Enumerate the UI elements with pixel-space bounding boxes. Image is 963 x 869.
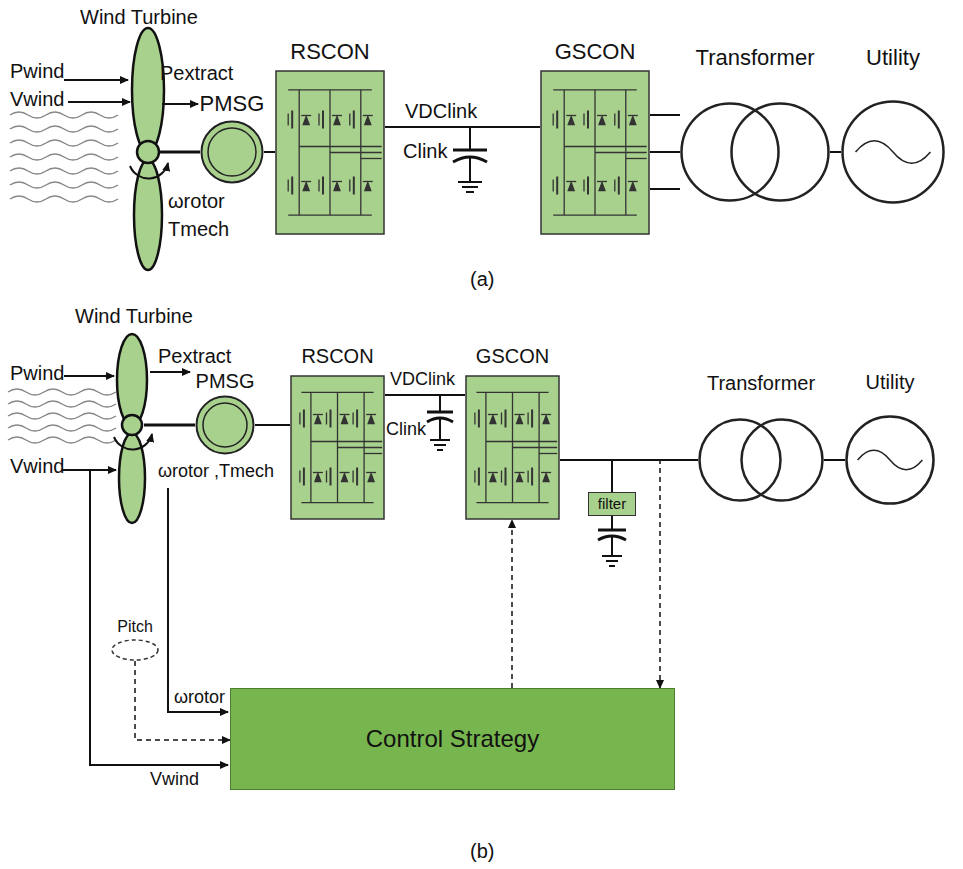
text-label: ωrotor ,Tmech [158,462,274,482]
converter-box: GSCON [540,70,650,235]
node-heading: RSCON [290,40,369,64]
text-label: ωrotor [168,190,225,212]
node-outline [845,415,935,505]
node-outline [200,120,264,184]
power-wire [824,460,845,461]
node-heading: GSCON [476,345,549,367]
control-signal [512,520,513,688]
filter-box: filter [588,492,636,516]
transformer-symbol: Transformer [680,102,830,202]
power-wire [385,395,465,396]
text-label: VDClink [390,370,455,390]
node-outline [698,418,824,502]
text-label: (a) [470,268,494,290]
converter-box: GSCON [465,375,560,520]
text-label: Tmech [168,218,229,240]
node-heading: PMSG [200,92,265,116]
text-label: Pextract [160,62,233,84]
converter-box: RSCON [290,375,385,520]
generator-circle: PMSG [195,395,255,455]
text-label: (b) [470,840,494,862]
text-label: Wind Turbine [75,305,193,327]
node-heading: Pitch [117,618,153,636]
utility-source: Utility [845,415,935,505]
node-heading: Utility [866,371,915,393]
node-outline [540,70,650,235]
signal-arrows [64,80,198,178]
node-outline [680,102,830,202]
node-text: Control Strategy [366,726,539,752]
node-heading: Transformer [707,372,815,394]
power-wire [560,460,612,492]
node-outline [290,375,385,520]
power-wire [830,152,841,153]
node-outline [841,100,945,204]
text-label: Vwind [150,770,199,790]
node-text: filter [598,496,626,513]
transformer-symbol: Transformer [698,418,824,502]
generator-circle: PMSG [200,120,264,184]
control-signal [135,661,230,740]
text-label: Pextract [158,345,231,367]
power-wire [264,152,275,153]
text-label: Vwind [10,455,64,477]
text-label: VDClink [405,100,477,122]
node-outline [195,395,255,455]
filter-capacitor [598,516,626,566]
power-wire [255,425,290,426]
utility-source: Utility [841,100,945,204]
pitch-ellipse: Pitch [111,639,159,661]
text-label: ωrotor [174,688,225,708]
power-wire [385,127,540,128]
dc-link-capacitor [427,395,453,450]
node-heading: Utility [866,46,920,70]
text-label: Clink [386,420,426,440]
wind-waves [8,112,118,443]
text-label: Vwind [10,88,64,110]
node-heading: PMSG [196,370,255,392]
control-box: Control Strategy [230,688,675,790]
dc-link-capacitor [453,127,487,192]
text-label: Clink [403,140,447,162]
text-label: Wind Turbine [80,6,198,28]
converter-box: RSCON [275,70,385,235]
node-heading: Transformer [696,46,815,70]
node-outline [275,70,385,235]
node-outline [465,375,560,520]
text-label: Pwind [10,60,64,82]
control-signal [560,460,660,688]
node-heading: GSCON [555,40,636,64]
node-heading: RSCON [301,345,373,367]
power-wire [650,115,680,189]
text-label: Pwind [10,362,64,384]
node-outline [111,639,159,661]
